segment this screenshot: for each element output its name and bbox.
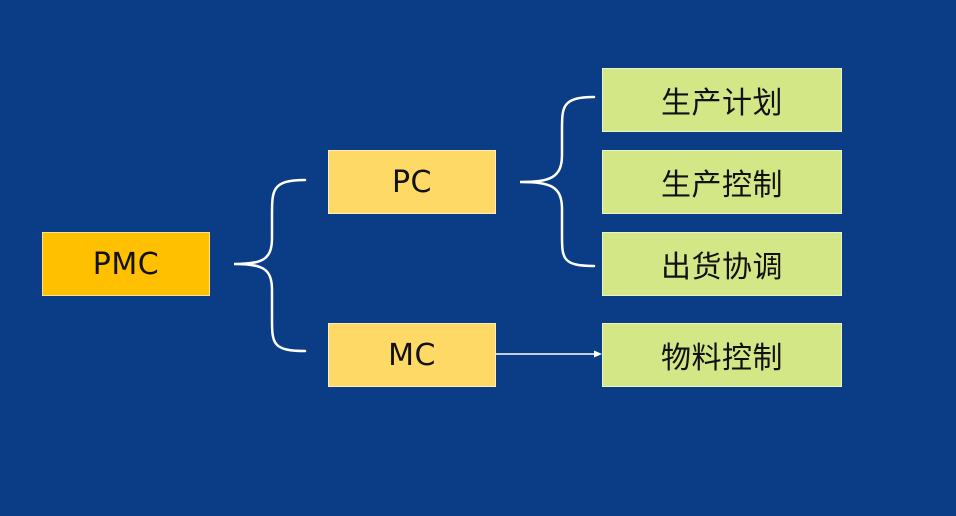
node-material-control: 物料控制 — [602, 323, 842, 387]
node-pmc-label: PMC — [92, 246, 160, 282]
node-shipping-coordination-label: 出货协调 — [661, 250, 783, 285]
node-mc-label: MC — [388, 337, 436, 373]
arrow-mc-head — [594, 350, 602, 358]
node-pc-label: PC — [391, 164, 433, 200]
node-production-plan-label: 生产计划 — [661, 86, 783, 121]
node-material-control-label: 物料控制 — [661, 341, 783, 376]
node-production-control-label: 生产控制 — [661, 168, 783, 203]
node-production-plan: 生产计划 — [602, 68, 842, 132]
brace-pc — [519, 95, 596, 268]
node-mc: MC — [328, 323, 496, 387]
node-pmc: PMC — [42, 232, 210, 296]
brace-pmc — [233, 178, 307, 353]
node-production-control: 生产控制 — [602, 150, 842, 214]
node-shipping-coordination: 出货协调 — [602, 232, 842, 296]
node-pc: PC — [328, 150, 496, 214]
